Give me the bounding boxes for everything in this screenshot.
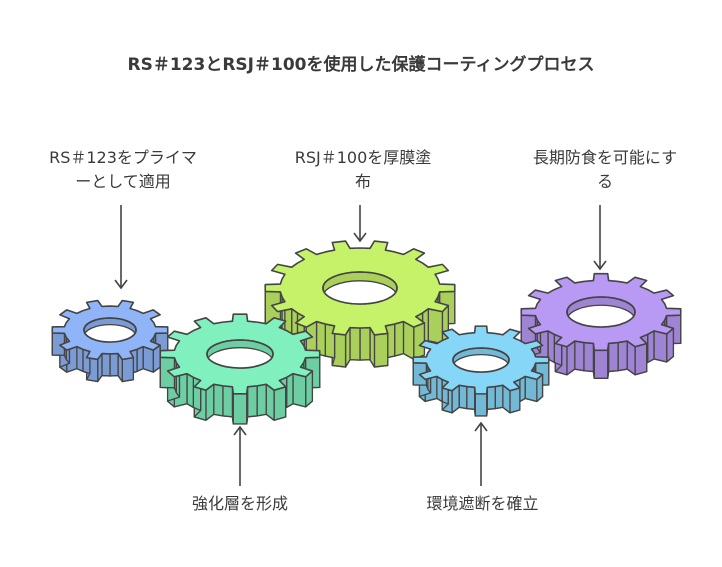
label-corrosion: 長期防食を可能にす る	[505, 146, 705, 194]
label-thick-film-line1: RSJ＃100を厚膜塗	[294, 148, 432, 167]
arrow-barrier	[474, 421, 488, 486]
label-thick-film-line2: 布	[354, 172, 371, 191]
gear-barrier-icon	[412, 325, 550, 417]
label-corrosion-line2: る	[596, 172, 613, 191]
gear-reinforce-icon	[159, 313, 321, 425]
arrow-reinforce	[233, 425, 247, 486]
arrow-corrosion	[593, 205, 607, 271]
label-barrier: 環境遮断を確立	[426, 494, 539, 513]
label-primer: RS＃123をプライマ ーとして適用	[28, 146, 218, 194]
arrow-thick-film	[353, 205, 367, 243]
label-thick-film: RSJ＃100を厚膜塗 布	[268, 146, 458, 194]
gear-thick-film-icon	[264, 240, 456, 368]
label-primer-line2: ーとして適用	[75, 172, 171, 191]
arrow-primer	[114, 205, 128, 290]
label-primer-line1: RS＃123をプライマ	[49, 148, 197, 167]
label-corrosion-line1: 長期防食を可能にす	[532, 148, 678, 167]
diagram-title: RS＃123とRSJ＃100を使用した保護コーティングプロセス	[127, 55, 595, 75]
label-reinforce: 強化層を形成	[191, 494, 288, 513]
gear-primer-icon	[51, 299, 169, 383]
gear-corrosion-icon	[520, 272, 682, 380]
